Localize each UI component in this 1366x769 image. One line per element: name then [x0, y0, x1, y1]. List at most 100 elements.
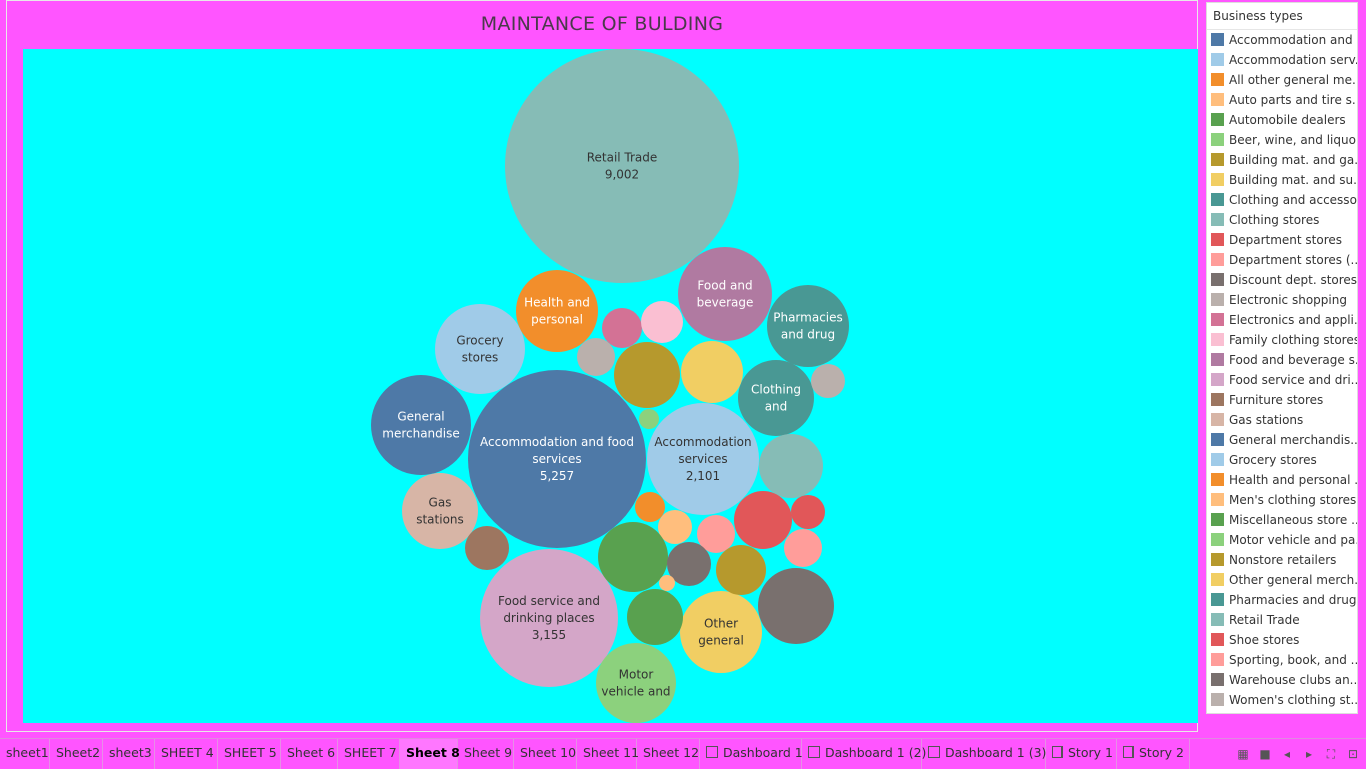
tab-dashboard-1-3-[interactable]: Dashboard 1 (3) — [922, 739, 1046, 769]
bubble-33[interactable] — [758, 568, 834, 644]
bubble-mark[interactable] — [596, 643, 676, 723]
bubble-22[interactable] — [791, 495, 825, 529]
bubble-15[interactable] — [602, 308, 642, 348]
presentation-icon[interactable]: ⊡ — [1347, 747, 1359, 761]
bubble-25[interactable] — [635, 492, 665, 522]
bubble-mark[interactable] — [402, 473, 478, 549]
tab-dashboard-1[interactable]: Dashboard 1 — [700, 739, 803, 769]
bubble-mark[interactable] — [680, 591, 762, 673]
bubble-20[interactable] — [639, 409, 659, 429]
bubble-mark[interactable] — [371, 375, 471, 475]
tab-story-2[interactable]: Story 2 — [1117, 739, 1190, 769]
tab-sheet-11[interactable]: Sheet 11 — [577, 739, 639, 769]
legend-item[interactable]: Health and personal ... — [1207, 470, 1357, 490]
bubble-31[interactable] — [627, 589, 683, 645]
bubble-26[interactable] — [658, 510, 692, 544]
legend-item[interactable]: Clothing stores — [1207, 210, 1357, 230]
bubble-mark[interactable] — [811, 364, 845, 398]
tab-sheet-8[interactable]: Sheet 8 — [400, 739, 460, 769]
legend-item[interactable]: Grocery stores — [1207, 450, 1357, 470]
bubble-mark[interactable] — [681, 341, 743, 403]
legend-item[interactable]: Beer, wine, and liquo... — [1207, 130, 1357, 150]
bubble-30[interactable] — [659, 575, 675, 591]
legend-item[interactable]: Accommodation and ... — [1207, 30, 1357, 50]
bubble-mark[interactable] — [635, 492, 665, 522]
legend-item[interactable]: Department stores — [1207, 230, 1357, 250]
legend-item[interactable]: Building mat. and su... — [1207, 170, 1357, 190]
bubble-29[interactable] — [716, 545, 766, 595]
bubble-mark[interactable] — [435, 304, 525, 394]
bubble-mark[interactable] — [758, 568, 834, 644]
legend-item[interactable]: Electronics and appli... — [1207, 310, 1357, 330]
bubble-mark[interactable] — [639, 409, 659, 429]
bubble-mark[interactable] — [602, 308, 642, 348]
bubble-mark[interactable] — [647, 403, 759, 515]
legend-item[interactable]: Auto parts and tire s... — [1207, 90, 1357, 110]
legend-item[interactable]: Automobile dealers — [1207, 110, 1357, 130]
legend-item[interactable]: Men's clothing stores — [1207, 490, 1357, 510]
fullscreen-icon[interactable]: ⛶ — [1326, 747, 1336, 761]
bubble-mark[interactable] — [627, 589, 683, 645]
legend-item[interactable]: Shoe stores — [1207, 630, 1357, 650]
tab-story-1[interactable]: Story 1 — [1046, 739, 1117, 769]
bubble-mark[interactable] — [598, 522, 668, 592]
legend-item[interactable]: Electronic shopping — [1207, 290, 1357, 310]
legend-item[interactable]: Family clothing stores — [1207, 330, 1357, 350]
bubble-mark[interactable] — [734, 491, 792, 549]
bubble-23[interactable] — [697, 515, 735, 553]
tab-sheet-5[interactable]: SHEET 5 — [218, 739, 281, 769]
prev-sheet-icon[interactable]: ◂ — [1283, 747, 1291, 761]
bubble-28[interactable] — [667, 542, 711, 586]
legend-item[interactable]: Building mat. and ga... — [1207, 150, 1357, 170]
bubble-mark[interactable] — [738, 360, 814, 436]
bubble-mark[interactable] — [516, 270, 598, 352]
tab-sheet-12[interactable]: Sheet 12 — [637, 739, 700, 769]
legend-item[interactable]: Warehouse clubs an... — [1207, 670, 1357, 690]
legend-item[interactable]: Food service and dri... — [1207, 370, 1357, 390]
tab-sheet3[interactable]: sheet3 — [103, 739, 155, 769]
bubble-mark[interactable] — [759, 434, 823, 498]
legend-item[interactable]: Accommodation serv... — [1207, 50, 1357, 70]
bubble-19[interactable] — [759, 434, 823, 498]
bubble-mark[interactable] — [641, 301, 683, 343]
bubble-mark[interactable] — [577, 338, 615, 376]
bubble-14[interactable] — [681, 341, 743, 403]
legend-item[interactable]: Gas stations — [1207, 410, 1357, 430]
legend-item[interactable]: Nonstore retailers — [1207, 550, 1357, 570]
legend-item[interactable]: Pharmacies and drug... — [1207, 590, 1357, 610]
bubble-mark[interactable] — [505, 49, 739, 283]
bubble-mark[interactable] — [791, 495, 825, 529]
bubble-mark[interactable] — [658, 510, 692, 544]
legend-item[interactable]: Miscellaneous store ... — [1207, 510, 1357, 530]
tab-sheet-6[interactable]: Sheet 6 — [281, 739, 338, 769]
tab-sheet-10[interactable]: Sheet 10 — [514, 739, 577, 769]
legend-item[interactable]: Sporting, book, and ... — [1207, 650, 1357, 670]
tab-sheet-7[interactable]: SHEET 7 — [338, 739, 400, 769]
bubble-18[interactable] — [811, 364, 845, 398]
grid-view-icon[interactable]: ▦ — [1237, 747, 1249, 761]
legend-item[interactable]: Other general merch... — [1207, 570, 1357, 590]
bubble-mark[interactable] — [716, 545, 766, 595]
tab-sheet1[interactable]: sheet1 — [0, 739, 50, 769]
bubble-mark[interactable] — [667, 542, 711, 586]
bubble-13[interactable] — [614, 342, 680, 408]
bubble-mark[interactable] — [480, 549, 618, 687]
tab-sheet-9[interactable]: Sheet 9 — [458, 739, 514, 769]
legend-item[interactable]: Discount dept. stores — [1207, 270, 1357, 290]
legend-item[interactable]: Clothing and accesso... — [1207, 190, 1357, 210]
legend-panel[interactable]: Business types Accommodation and ...Acco… — [1206, 2, 1358, 714]
tab-dashboard-1-2-[interactable]: Dashboard 1 (2) — [802, 739, 926, 769]
bubble-32[interactable] — [465, 526, 509, 570]
